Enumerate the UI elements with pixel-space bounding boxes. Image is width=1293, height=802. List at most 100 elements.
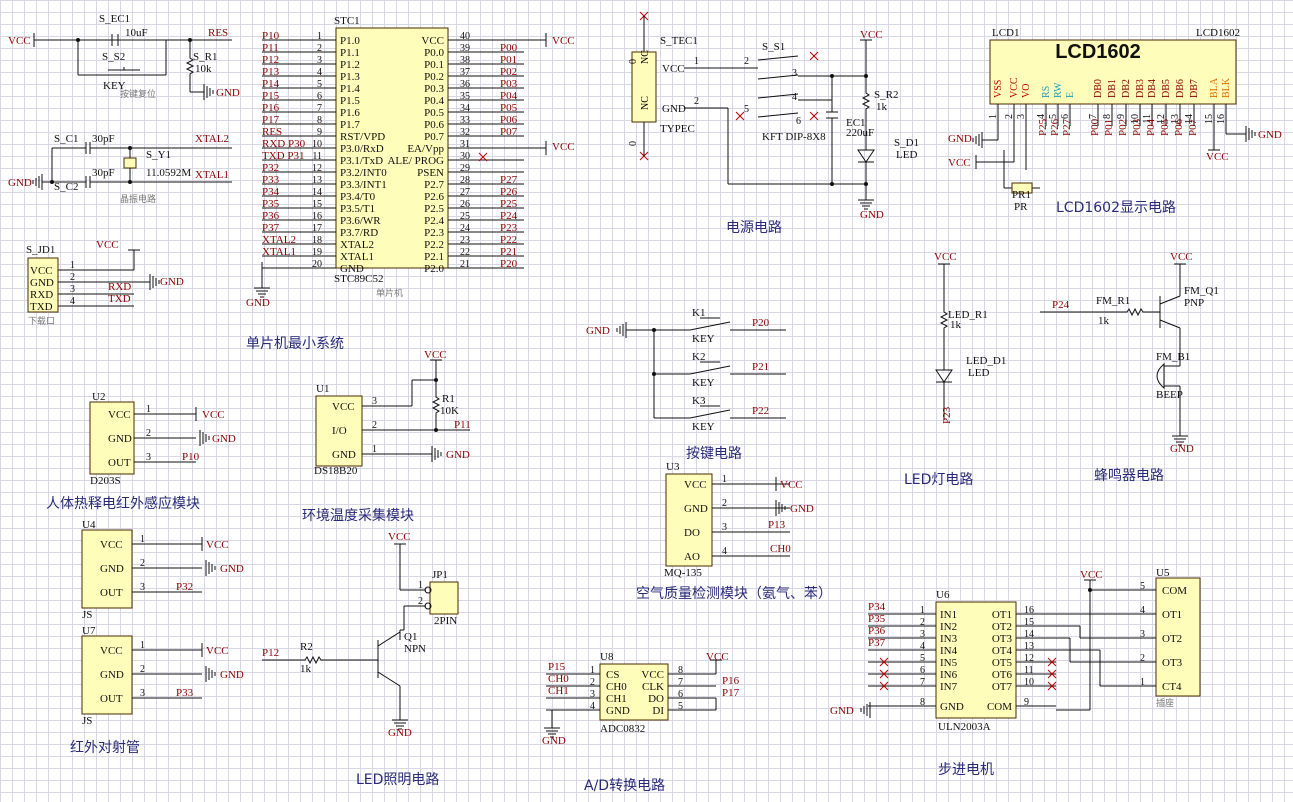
crystal-value: 11.0592M bbox=[146, 167, 191, 179]
lcd-pin-num: 3 bbox=[1016, 114, 1027, 119]
jd1-pin-num: 3 bbox=[70, 284, 75, 295]
mcu-right-net: P24 bbox=[500, 210, 518, 222]
ds-pin-num: 2 bbox=[372, 420, 377, 431]
lcd-pin: RS bbox=[1041, 86, 1052, 98]
jp1-body bbox=[429, 581, 459, 615]
uln-lnum: 6 bbox=[920, 665, 925, 676]
key-blade bbox=[689, 365, 731, 375]
adc-lnet: P15 bbox=[548, 661, 566, 673]
mq-body bbox=[665, 473, 713, 567]
vcc-label: VCC bbox=[1206, 151, 1229, 163]
adc-rpin: DO bbox=[648, 693, 664, 705]
mcu-right-num: 34 bbox=[460, 103, 470, 114]
gnd-label: GND bbox=[948, 133, 972, 145]
mcu-left-pin: XTAL1 bbox=[340, 251, 374, 263]
junction-dot bbox=[652, 372, 656, 376]
mcu-right-pin: P2.5 bbox=[424, 203, 444, 215]
ds-net: P11 bbox=[454, 419, 471, 431]
mcu-left-pin: P1.3 bbox=[340, 71, 360, 83]
lcd-pin-num: 1 bbox=[988, 114, 999, 119]
mcu-right-pin: EA/Vpp bbox=[407, 143, 444, 155]
vcc-label: VCC bbox=[8, 35, 31, 47]
js1-part: JS bbox=[82, 609, 92, 621]
motor-num: 5 bbox=[1140, 581, 1145, 592]
buzz-title: 蜂鸣器电路 bbox=[1094, 467, 1164, 484]
pwr-num: 0 bbox=[628, 59, 639, 64]
junction-dot bbox=[128, 180, 132, 184]
gnd-label: GND bbox=[220, 563, 244, 575]
ds-ref: U1 bbox=[316, 383, 329, 395]
pwr-num: 4 bbox=[792, 92, 797, 103]
pir-pin-num: 1 bbox=[146, 404, 151, 415]
adc-lnet: CH0 bbox=[548, 673, 569, 685]
mcu-left-num: 1 bbox=[317, 31, 322, 42]
js1-pin: VCC bbox=[100, 539, 123, 551]
xtal-desc: 晶振电路 bbox=[120, 193, 156, 205]
jd1-pin-num: 4 bbox=[70, 296, 75, 307]
mcu-body bbox=[335, 27, 449, 269]
jp1-val: 2PIN bbox=[434, 615, 457, 627]
lcd-pin: DB2 bbox=[1121, 79, 1132, 98]
mcu-right-net: P04 bbox=[500, 90, 518, 102]
uln-rnum: 12 bbox=[1024, 653, 1034, 664]
mcu-left-num: 8 bbox=[317, 115, 322, 126]
uln-rpin: OT2 bbox=[992, 621, 1012, 633]
uln-lpin: IN1 bbox=[940, 609, 957, 621]
mcu-left-num: 16 bbox=[312, 211, 322, 222]
mcu-right-pin: P0.0 bbox=[424, 47, 444, 59]
lcd-ctrl-net: P27 bbox=[1061, 118, 1073, 136]
uln-lnum: 8 bbox=[920, 697, 925, 708]
reset-key-ref: S_S2 bbox=[102, 51, 125, 63]
jd1-ref: S_JD1 bbox=[26, 244, 55, 256]
pir-body bbox=[89, 401, 135, 475]
mcu-right-pin: P0.2 bbox=[424, 71, 444, 83]
no-connect-mark bbox=[478, 152, 488, 162]
mcu-left-num: 2 bbox=[317, 43, 322, 54]
pot-body bbox=[1011, 182, 1033, 194]
mcu-right-pin: P2.4 bbox=[424, 215, 444, 227]
jd1-pin-num: 1 bbox=[70, 260, 75, 271]
no-connect-mark bbox=[879, 669, 889, 679]
lcd-body bbox=[989, 39, 1237, 105]
js1-body bbox=[81, 529, 133, 609]
uln-rpin: OT3 bbox=[992, 633, 1013, 645]
vcc-label: VCC bbox=[780, 479, 803, 491]
uln-part: ULN2003A bbox=[938, 721, 991, 733]
xtal-c2-val: 30pF bbox=[92, 167, 115, 179]
mcu-right-pin: P2.6 bbox=[424, 191, 444, 203]
uln-ref: U6 bbox=[936, 589, 950, 601]
mq-pin: VCC bbox=[684, 479, 707, 491]
typec-nc: NC bbox=[640, 96, 651, 110]
mcu-right-net: P22 bbox=[500, 234, 517, 246]
mcu-left-net: P10 bbox=[262, 30, 280, 42]
mcu-left-net: P32 bbox=[262, 162, 279, 174]
lcd-pin-num: 7 bbox=[1088, 114, 1099, 119]
gnd-label: GND bbox=[8, 177, 32, 189]
ds-r-ref: R1 bbox=[442, 393, 455, 405]
txd-net: TXD bbox=[108, 293, 131, 305]
no-connect-mark bbox=[1047, 669, 1057, 679]
uln-rnum: 13 bbox=[1024, 641, 1034, 652]
pir-pin: VCC bbox=[108, 409, 131, 421]
js1-pin-num: 3 bbox=[140, 582, 145, 593]
mcu-right-pin: P0.3 bbox=[424, 83, 444, 95]
xtal-c1-ref: S_C1 bbox=[54, 133, 78, 145]
mcu-left-num: 5 bbox=[317, 79, 322, 90]
lcd-ref2: LCD1602 bbox=[1196, 27, 1240, 39]
adc-part: ADC0832 bbox=[600, 723, 645, 735]
vcc-label: VCC bbox=[206, 645, 229, 657]
lcd-pin: DB0 bbox=[1093, 79, 1104, 98]
gnd-label: GND bbox=[220, 669, 244, 681]
adc-rnum: 6 bbox=[678, 689, 683, 700]
mcu-right-num: 31 bbox=[460, 139, 470, 150]
uln-rnum: 11 bbox=[1024, 665, 1034, 676]
mq-pin-num: 1 bbox=[722, 474, 727, 485]
mcu-right-num: 33 bbox=[460, 115, 470, 126]
lcd-pin: BLA bbox=[1209, 77, 1220, 98]
reset-net: RES bbox=[208, 27, 228, 39]
mcu-left-net: P33 bbox=[262, 174, 280, 186]
uln-lpin: IN3 bbox=[940, 633, 958, 645]
uln-lnet: P36 bbox=[868, 625, 886, 637]
resistor bbox=[939, 300, 949, 340]
